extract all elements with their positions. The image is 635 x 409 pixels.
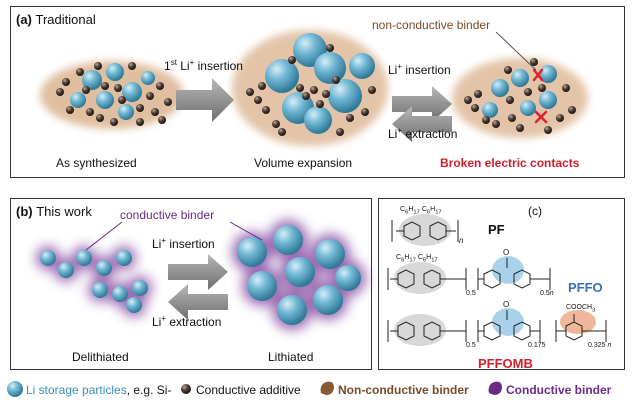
panel-b [10, 198, 372, 370]
arrow-extraction-a [392, 106, 452, 142]
arrow-insertion-a [392, 86, 452, 122]
pffo-frac1: 0.5 [466, 290, 476, 297]
legend-conductive-additive: Conductive additive [196, 383, 301, 397]
arrow-extraction-b [168, 284, 228, 320]
caption-broken-contacts: Broken electric contacts [440, 156, 580, 170]
nonconductive-binder-callout: non-conductive binder [372, 18, 491, 32]
pffomb-frac1: 0.5 [466, 342, 476, 349]
panel-a [10, 6, 625, 178]
panel-b-label: (b) This work [16, 204, 92, 219]
conductive-binder-callout: conductive binder [120, 208, 215, 222]
pffomb-ketone-o: O [503, 300, 510, 309]
polymer-structures [387, 214, 607, 346]
broken-contact-x-marks [532, 68, 548, 124]
panel-a-label: (a) Traditional [16, 12, 96, 27]
insertion-label-b: Li+ insertion [152, 236, 215, 251]
cluster-as-synthesized [40, 61, 184, 129]
conductive-binder-icon [488, 381, 502, 395]
legend-li-particles: Li storage particles, e.g. Si- [26, 383, 172, 397]
extraction-label-a: Li+ extraction [388, 126, 458, 141]
binder-callout-line-a [495, 31, 537, 71]
pf-substituents: C6H17 C6H17 [400, 206, 442, 216]
caption-lithiated: Lithiated [268, 350, 314, 364]
caption-as-synthesized: As synthesized [56, 156, 137, 170]
pffo-substituents: C6H17 C6H17 [396, 254, 438, 264]
panel-c-label: (c) [528, 204, 542, 218]
cluster-volume-expansion [232, 30, 388, 146]
pffomb-name: PFFOMB [478, 356, 533, 371]
conductive-additive-icon [181, 384, 191, 394]
first-insertion-label: 1st Li+ insertion [164, 58, 243, 73]
arrow-insertion-b [168, 254, 228, 290]
li-particle-icon [7, 381, 23, 397]
pffomb-frac3: 0.325 n [588, 342, 612, 349]
pf-name: PF [488, 222, 505, 237]
arrow-first-insertion [176, 78, 234, 122]
cluster-broken-contacts [452, 58, 588, 138]
pffo-frac2: 0.5n [540, 290, 554, 297]
caption-volume-expansion: Volume expansion [254, 156, 353, 170]
legend-conductive-binder: Conductive binder [506, 383, 612, 397]
pffomb-ester: COOCH3 [566, 304, 596, 314]
legend-nonconductive-binder: Non-conductive binder [338, 383, 469, 397]
caption-delithiated: Delithiated [72, 350, 129, 364]
binder-callout-line-b2 [229, 221, 263, 241]
pffo-ketone-o: O [503, 248, 510, 257]
cluster-lithiated [232, 220, 366, 330]
binder-callout-line-b [85, 221, 123, 251]
pffo-name: PFFO [568, 280, 603, 295]
pf-n: n [459, 236, 464, 245]
cluster-delithiated [36, 246, 152, 317]
pffomb-frac2: 0.175 [528, 342, 546, 349]
extraction-label-b: Li+ extraction [152, 314, 222, 329]
insertion-label-a: Li+ insertion [388, 62, 451, 77]
nonconductive-binder-icon [320, 381, 334, 395]
panel-c [378, 198, 625, 370]
